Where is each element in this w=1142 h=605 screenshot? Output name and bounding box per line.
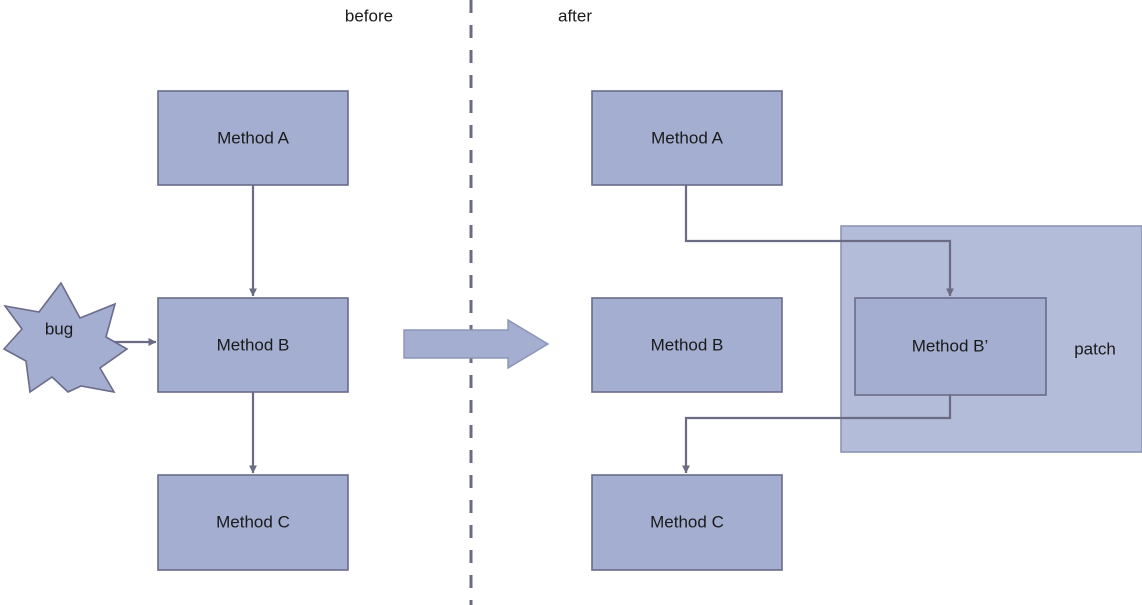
after-method-b-prime-node[interactable]: Method B’ [854,297,1047,396]
before-method-b-label: Method B [217,335,290,354]
before-to-after-arrow-icon [403,318,550,370]
before-method-b-node[interactable]: Method B [157,297,349,393]
after-method-a-label: Method A [651,128,723,147]
section-label-after: after [558,6,592,25]
before-method-a-label: Method A [217,128,289,147]
before-method-a-node[interactable]: Method A [157,90,349,186]
after-method-b-prime-label: Method B’ [912,336,989,355]
section-label-before: before [345,6,393,25]
before-method-c-node[interactable]: Method C [157,474,349,571]
edge-after-a-to-bprime [684,185,954,297]
after-method-c-label: Method C [650,512,724,531]
after-method-c-node[interactable]: Method C [591,474,783,571]
before-method-c-label: Method C [216,512,290,531]
after-method-b-node[interactable]: Method B [591,297,783,393]
bug-star-label: bug [45,319,73,338]
edge-after-bprime-to-c [682,395,952,474]
bug-star[interactable]: bug [2,281,129,394]
after-method-b-label: Method B [651,335,724,354]
patch-region-label: patch [1074,339,1116,358]
after-method-a-node[interactable]: Method A [591,90,783,186]
